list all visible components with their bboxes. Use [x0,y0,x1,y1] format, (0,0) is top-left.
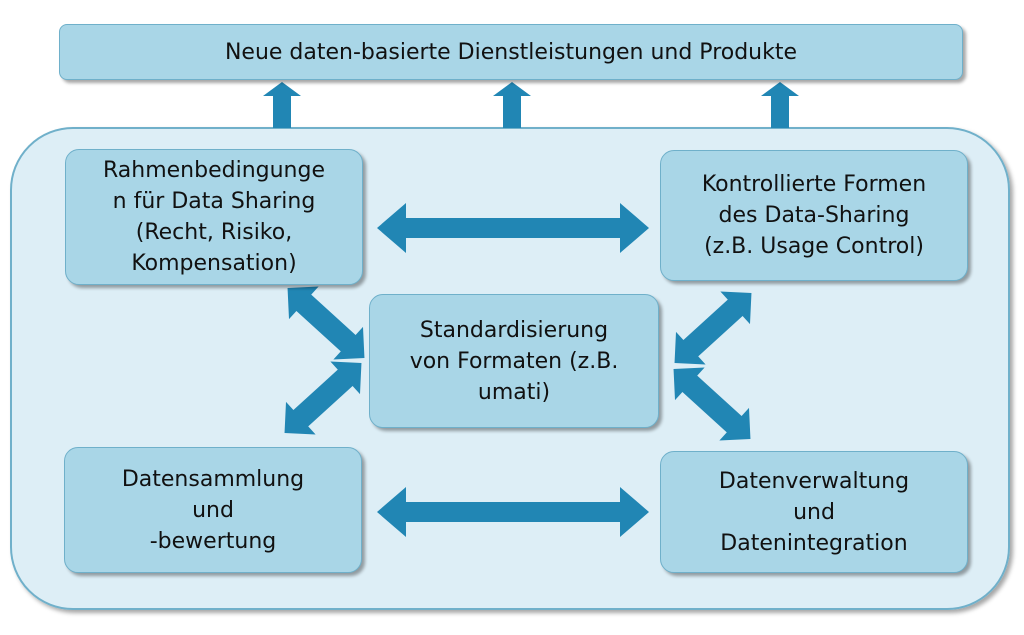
up-arrow-right [761,82,799,128]
box-data-management: Datenverwaltung und Datenintegration [660,451,968,573]
diagonal-arrow-bottom-right [673,367,751,441]
double-arrow-bottom [377,487,649,537]
box-controlled-data-sharing: Kontrollierte Formen des Data-Sharing (z… [660,150,968,281]
box-format-standardization: Standardisierung von Formaten (z.B. umat… [369,294,659,428]
diagonal-arrow-bottom-left [284,361,362,435]
box-framework-conditions: Rahmenbedingunge n für Data Sharing (Rec… [65,149,363,285]
top-box-services-products: Neue daten-basierte Dienstleistungen und… [59,24,963,80]
up-arrow-middle [493,82,531,128]
up-arrow-left [263,82,301,128]
double-arrow-top [377,203,649,253]
diagonal-arrow-top-left [287,286,365,360]
box-data-collection: Datensammlung und -bewertung [64,447,362,573]
diagonal-arrow-top-right [674,291,752,365]
